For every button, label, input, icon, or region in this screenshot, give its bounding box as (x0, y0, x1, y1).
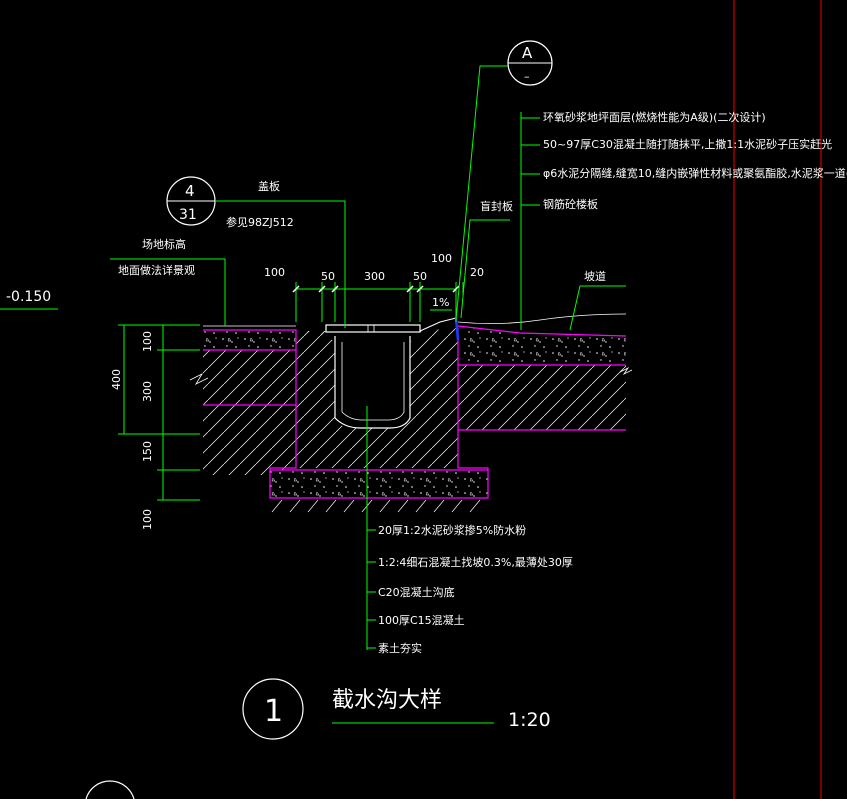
dim-h-300: 300 (364, 270, 385, 283)
ref-symbol-4-31: 4 31 (166, 176, 216, 226)
callouts-top: 环氧砂浆地坪面层(燃烧性能为A级)(二次设计) 50~97厚C30混凝土随打随抹… (543, 110, 847, 211)
svg-text:-0.150: -0.150 (6, 289, 51, 305)
dim-h-20: 20 (470, 266, 484, 279)
slope-label: 1% (432, 296, 449, 309)
svg-text:钢筋砼楼板: 钢筋砼楼板 (543, 197, 598, 211)
svg-text:31: 31 (179, 207, 197, 223)
dim-v-100-bottom: 100 (141, 509, 154, 530)
drawing-scale: 1:20 (508, 709, 551, 731)
drawing-title: 截水沟大样 (332, 688, 442, 713)
svg-text:素土夯实: 素土夯实 (378, 641, 422, 655)
level-mark: -0.150 (0, 289, 58, 310)
title-block: 1 截水沟大样 1:20 (242, 678, 551, 740)
leader-lines (110, 65, 626, 650)
svg-text:φ6水泥分隔缝,缝宽10,缝内嵌弹性材料或聚氨酯胶,水泥浆一: φ6水泥分隔缝,缝宽10,缝内嵌弹性材料或聚氨酯胶,水泥浆一道(内掺建筑胶) (543, 166, 847, 180)
label-site-level: 场地标高 (142, 237, 186, 251)
ref-symbol-a: A – (507, 40, 553, 86)
svg-text:1:2:4细石混凝土找坡0.3%,最薄处30厚: 1:2:4细石混凝土找坡0.3%,最薄处30厚 (378, 555, 573, 569)
cover-plate (325, 324, 421, 333)
callouts-bottom: 20厚1:2水泥砂浆掺5%防水粉 1:2:4细石混凝土找坡0.3%,最薄处30厚… (378, 523, 573, 655)
svg-text:100厚C15混凝土: 100厚C15混凝土 (378, 613, 465, 627)
svg-text:C20混凝土沟底: C20混凝土沟底 (378, 585, 455, 599)
next-detail-circle (85, 780, 135, 799)
svg-text:50~97厚C30混凝土随打随抹平,上撒1:1水泥砂子压实赶: 50~97厚C30混凝土随打随抹平,上撒1:1水泥砂子压实赶光 (543, 137, 832, 151)
svg-text:A: A (522, 44, 533, 62)
label-seal-board: 盲封板 (480, 199, 513, 213)
svg-text:20厚1:2水泥砂浆掺5%防水粉: 20厚1:2水泥砂浆掺5%防水粉 (378, 523, 526, 537)
trench-section (189, 313, 633, 513)
label-cover: 盖板 (258, 179, 280, 193)
dim-v-total: 400 (110, 369, 123, 390)
dim-h-50-right: 50 (413, 270, 427, 283)
svg-text:–: – (524, 70, 530, 83)
label-ramp: 坡道 (584, 269, 606, 283)
detail-number: 1 (264, 694, 283, 729)
dim-v-300: 300 (141, 381, 154, 402)
dim-h-100-left: 100 (264, 266, 285, 279)
dim-v-150: 150 (141, 441, 154, 462)
horizontal-dimensions: 100 50 300 50 100 20 1% (264, 252, 484, 322)
dim-h-100-right: 100 (431, 252, 452, 265)
label-see-finish: 地面做法详景观 (118, 263, 195, 277)
dim-v-100-top: 100 (141, 331, 154, 352)
svg-text:环氧砂浆地坪面层(燃烧性能为A级)(二次设计): 环氧砂浆地坪面层(燃烧性能为A级)(二次设计) (543, 110, 766, 124)
svg-text:4: 4 (185, 182, 195, 200)
vertical-dimensions (118, 324, 200, 501)
dim-h-50-left: 50 (321, 270, 335, 283)
label-cover-ref: 参见98ZJ512 (226, 215, 294, 229)
